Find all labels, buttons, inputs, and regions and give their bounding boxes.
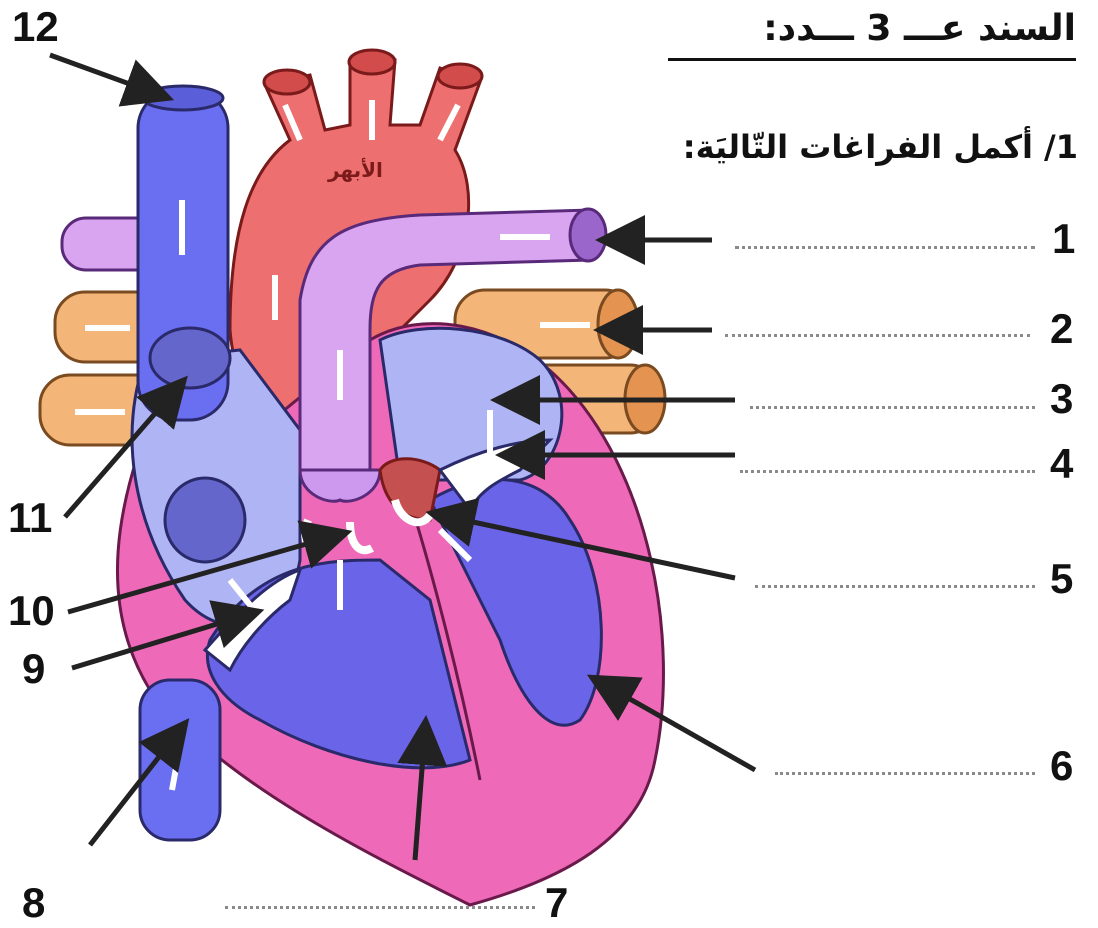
label-8: 8 — [22, 882, 45, 924]
blank-5[interactable] — [755, 585, 1035, 588]
label-3: 3 — [1050, 378, 1073, 420]
label-1: 1 — [1052, 218, 1075, 260]
blank-4[interactable] — [740, 470, 1035, 473]
aorta-label: الأبهر — [328, 158, 383, 182]
section-title: السند عـــ 3 ـــدد: — [763, 8, 1076, 49]
blank-2[interactable] — [725, 334, 1030, 337]
blank-3[interactable] — [750, 406, 1035, 409]
blank-1[interactable] — [735, 246, 1035, 249]
label-12: 12 — [12, 6, 59, 48]
inferior-vena-cava — [140, 680, 220, 840]
label-10: 10 — [8, 590, 55, 632]
label-2: 2 — [1050, 308, 1073, 350]
label-7: 7 — [545, 882, 568, 924]
blank-7[interactable] — [225, 906, 535, 909]
label-6: 6 — [1050, 745, 1073, 787]
label-4: 4 — [1050, 443, 1073, 485]
label-9: 9 — [22, 648, 45, 690]
instruction-text: 1/ أكمل الفراغات التّاليَة: — [683, 128, 1078, 166]
superior-vena-cava — [138, 86, 230, 420]
label-11: 11 — [8, 497, 52, 539]
label-5: 5 — [1050, 558, 1073, 600]
title-underline — [668, 58, 1076, 61]
blank-6[interactable] — [775, 772, 1035, 775]
